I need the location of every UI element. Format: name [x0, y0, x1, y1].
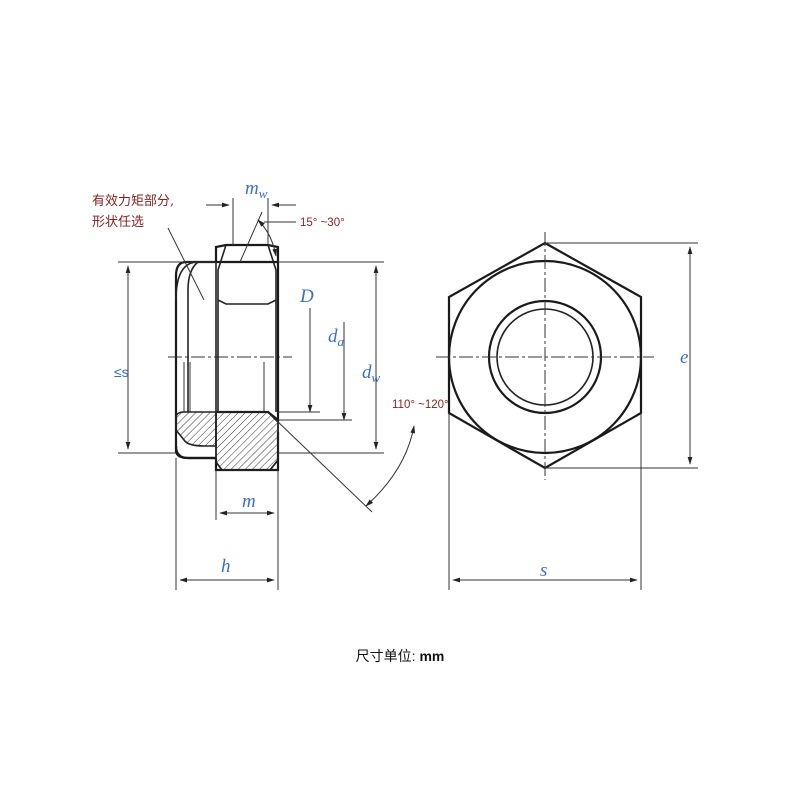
- note-line-1: 有效力矩部分,: [92, 194, 174, 209]
- unit-caption: 尺寸单位: mm: [0, 646, 800, 666]
- end-view: [436, 232, 698, 590]
- insert-section-hatch: [175, 411, 217, 447]
- labels: 有效力矩部分, 形状任选 mw 15° ~30° D da dw ≤s 110°…: [92, 178, 688, 581]
- body-section-hatch: [215, 411, 279, 471]
- thread-lines: [183, 362, 265, 412]
- caption-unit: mm: [419, 648, 445, 664]
- label-da: da: [328, 326, 345, 349]
- label-e: e: [680, 347, 688, 368]
- label-m: m: [242, 491, 256, 512]
- countersink-arc: [365, 425, 416, 507]
- insert-cap: [175, 261, 199, 412]
- label-s: s: [540, 560, 547, 581]
- label-mw: mw: [245, 178, 268, 201]
- label-h: h: [221, 556, 231, 577]
- label-angle-top: 15° ~30°: [300, 217, 345, 229]
- chamfer-angle-arc: [257, 219, 278, 257]
- caption-prefix: 尺寸单位:: [355, 648, 416, 664]
- note-line-2: 形状任选: [92, 215, 144, 230]
- label-le-s: ≤s: [114, 364, 129, 380]
- label-angle-bottom: 110° ~120°: [392, 399, 449, 411]
- hex-face-lines: [215, 244, 277, 412]
- label-D: D: [299, 286, 314, 307]
- countersink-line: [275, 419, 373, 513]
- label-dw: dw: [362, 362, 381, 385]
- note-leader: [167, 227, 205, 301]
- side-view: [118, 198, 416, 590]
- chamfer-ref-line: [239, 211, 263, 263]
- bearing-face: [174, 446, 216, 460]
